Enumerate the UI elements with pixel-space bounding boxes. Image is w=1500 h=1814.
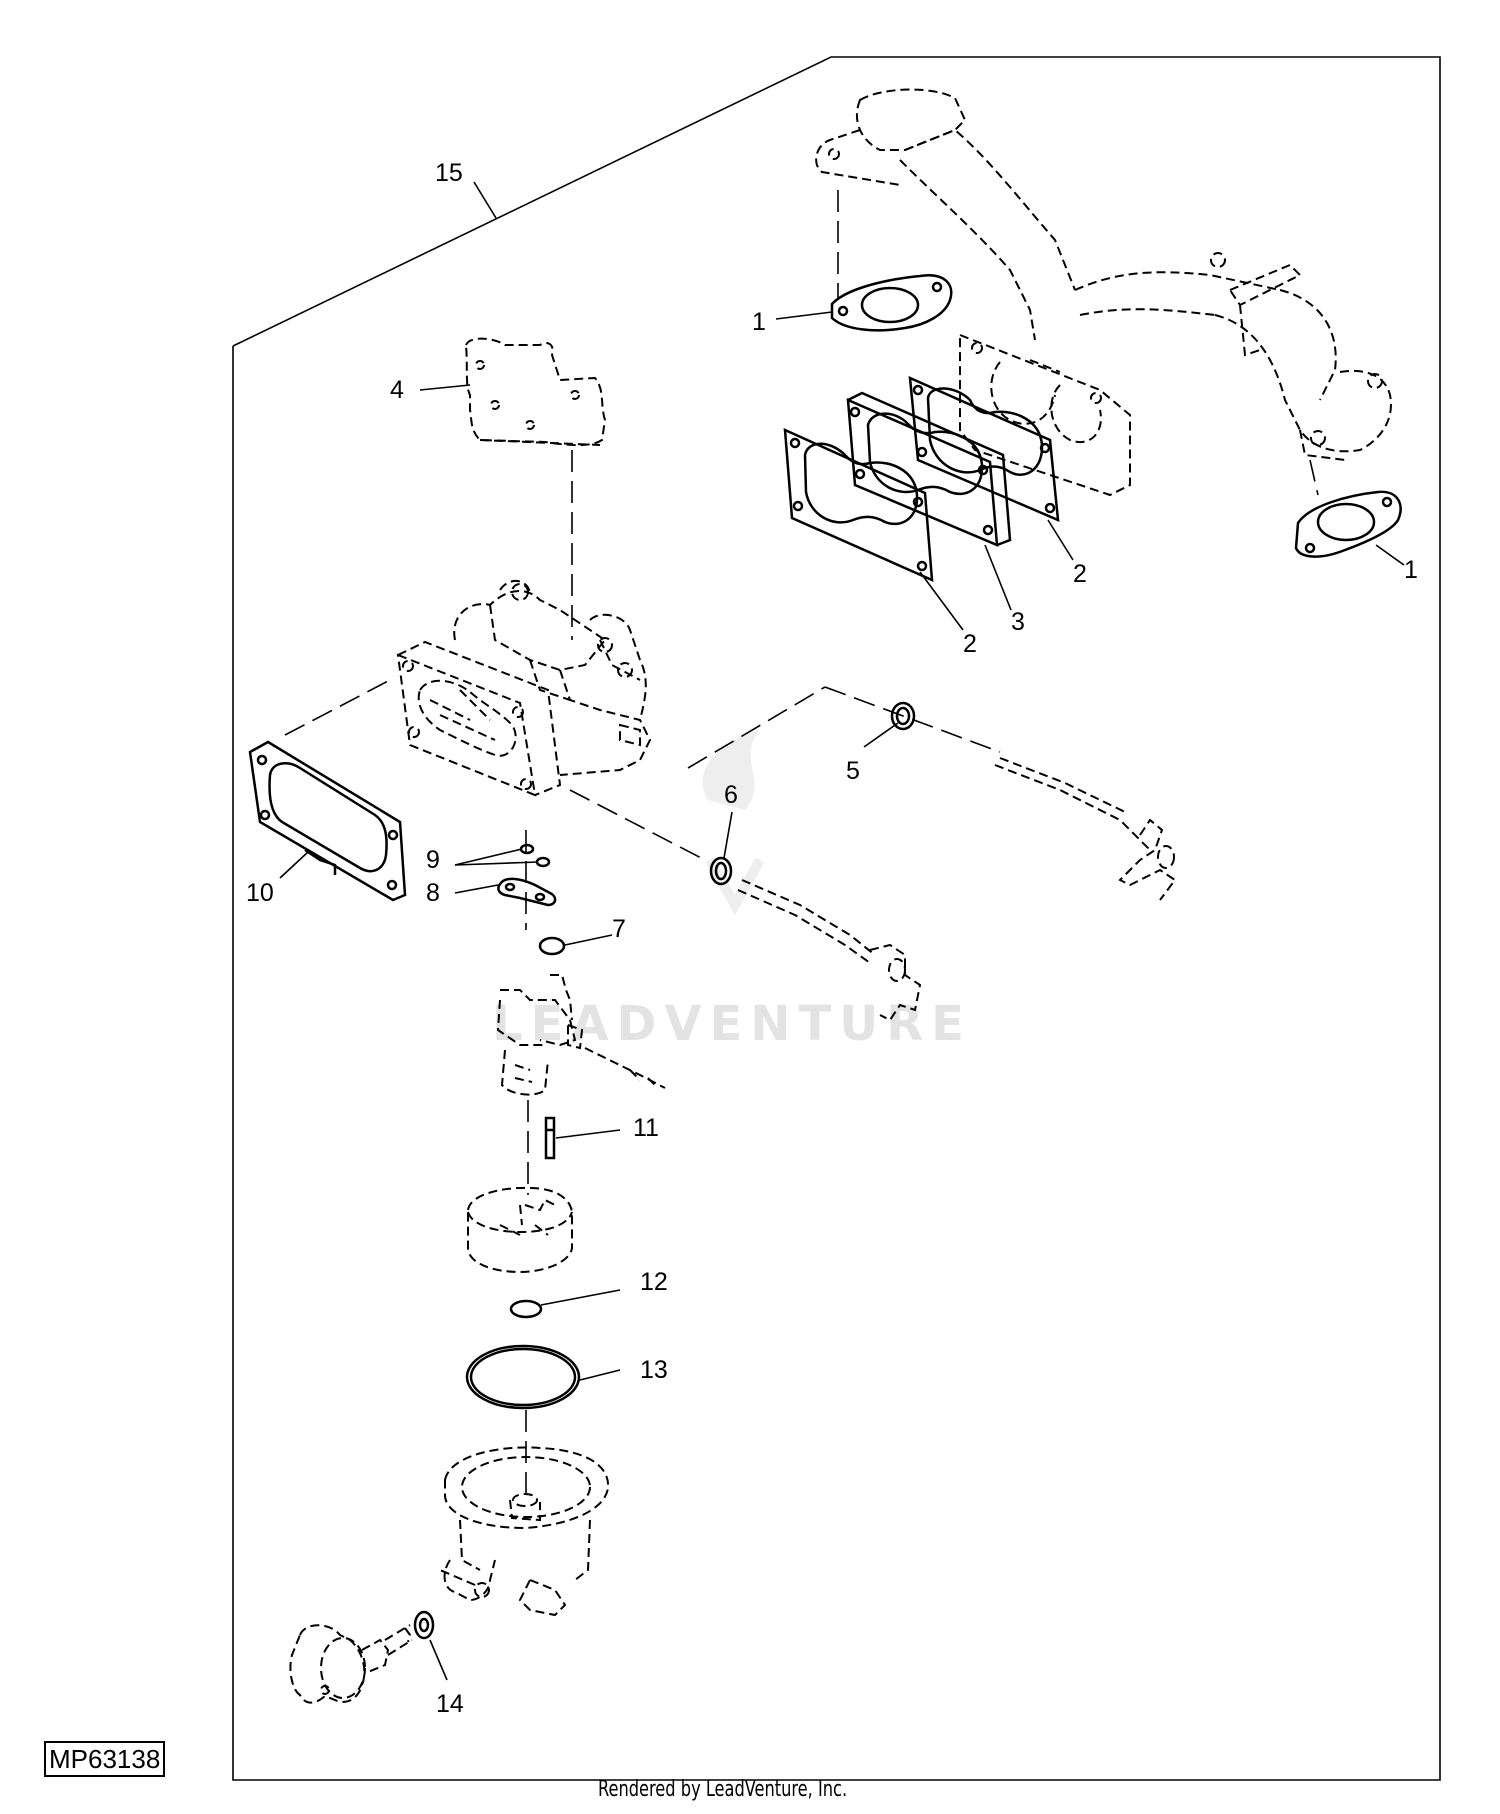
callout-15: 15: [435, 159, 463, 187]
bushing-6: [709, 856, 733, 886]
axis-gasket-1-lower: [1309, 459, 1319, 496]
callout-2-rear: 2: [1073, 560, 1087, 588]
intake-manifold: [815, 88, 1392, 497]
callout-4: 4: [390, 376, 404, 404]
choke-shaft-5: [994, 757, 1177, 901]
bushing-5: [890, 701, 916, 731]
fuel-valve: [496, 974, 666, 1096]
callout-10: 10: [246, 879, 274, 907]
fuel-bowl: [439, 1446, 610, 1617]
gasket-2-rear: [908, 375, 1060, 522]
bracket-4: [464, 337, 607, 447]
callout-3: 3: [1011, 608, 1025, 636]
callout-leaders: [279, 311, 1405, 1681]
throttle-shaft-6: [737, 879, 922, 1022]
axis-choke-shaft: [687, 686, 826, 769]
o-ring-7: [538, 936, 566, 956]
callout-11: 11: [633, 1114, 659, 1142]
gasket-10: [248, 740, 407, 902]
drain-screw-14: [289, 1624, 413, 1704]
callout-1-lower: 1: [1404, 556, 1418, 584]
callout-2-front: 2: [963, 630, 977, 658]
o-ring-12: [509, 1299, 543, 1319]
callout-5: 5: [846, 757, 860, 785]
callout-leader-15: [473, 181, 497, 219]
carburetor-body: [396, 580, 652, 797]
diagram-id-label: MP63138: [44, 1741, 166, 1777]
axis-throttle-shaft: [569, 789, 706, 861]
gasket-1-upper: [830, 274, 953, 332]
float: [467, 1186, 573, 1274]
callout-9: 9: [426, 846, 440, 874]
callout-6: 6: [724, 781, 738, 809]
callout-1-upper: 1: [752, 308, 766, 336]
washer-14: [413, 1610, 435, 1640]
bowl-gasket-13: [465, 1344, 581, 1410]
watermark: LEADVENTURE: [492, 730, 964, 1052]
callout-13: 13: [640, 1356, 668, 1384]
plate-8: [497, 877, 557, 907]
gasket-2-front: [783, 427, 934, 582]
callout-12: 12: [640, 1268, 668, 1296]
axis-gasket-10: [284, 679, 391, 736]
footer-credit: Rendered by LeadVenture, Inc.: [598, 1777, 848, 1802]
callout-8: 8: [426, 879, 440, 907]
gasket-1-lower: [1294, 490, 1402, 558]
needle-11: [544, 1116, 556, 1160]
callout-14: 14: [436, 1690, 464, 1718]
spacer-3: [846, 391, 1012, 547]
callout-7: 7: [612, 915, 626, 943]
kit-frame: [232, 56, 1441, 1781]
